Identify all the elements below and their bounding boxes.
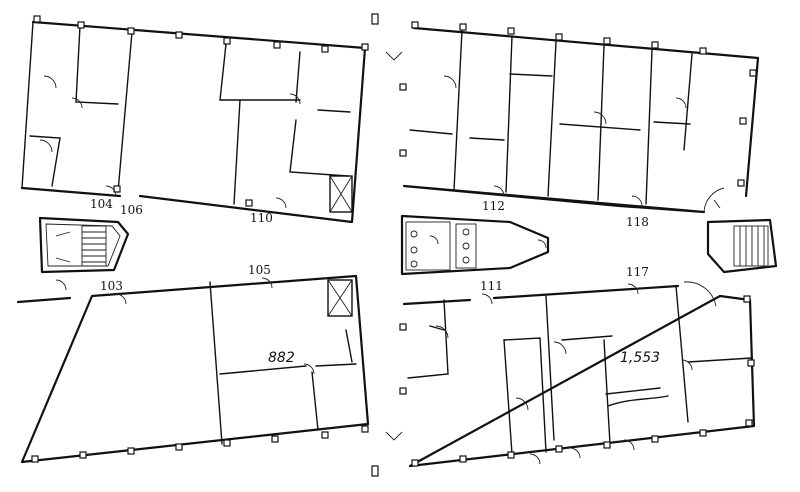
area-note-882: 882 (268, 350, 295, 366)
block-bottom-right (399, 281, 756, 468)
corridor-marks (371, 13, 721, 477)
stair-right (706, 218, 778, 274)
room-label-111: 111 (480, 279, 503, 293)
block-bottom-left (16, 274, 370, 464)
room-label-110: 110 (250, 211, 273, 225)
room-label-104: 104 (90, 197, 113, 211)
restroom-core (400, 214, 550, 276)
room-label-112: 112 (482, 199, 505, 213)
room-label-105: 105 (248, 263, 271, 277)
area-note-1553: 1,553 (620, 350, 660, 366)
room-label-117: 117 (626, 265, 649, 279)
block-top-right (399, 21, 760, 214)
block-top-left (20, 15, 369, 224)
room-label-103: 103 (100, 279, 123, 293)
room-label-118: 118 (626, 215, 649, 229)
room-label-106: 106 (120, 203, 143, 217)
stair-left (38, 216, 130, 274)
